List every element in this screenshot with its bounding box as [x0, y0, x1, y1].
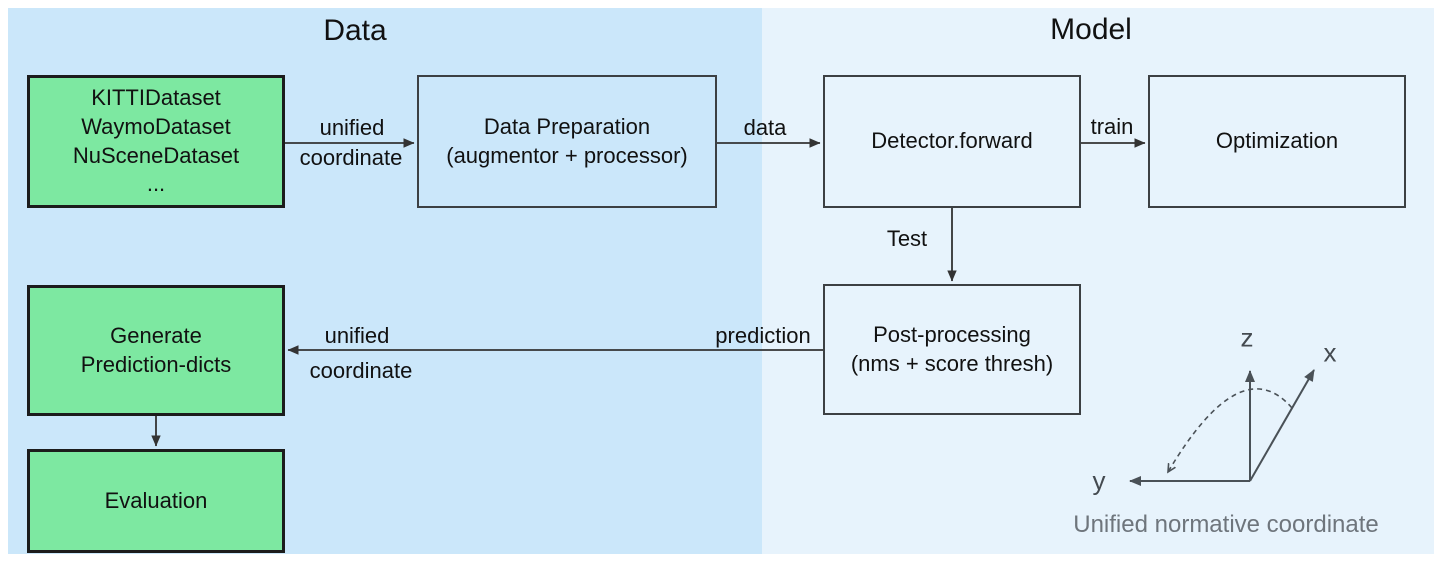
node-optimization-line: Optimization [1215, 128, 1339, 154]
edge-label-unified-1: unified [319, 115, 385, 140]
axes-caption: Unified normative coordinate [1073, 511, 1379, 538]
x-axis-label: x [1323, 337, 1337, 368]
coordinate-axes [1129, 369, 1315, 486]
edge-label-prediction: prediction [715, 323, 811, 348]
data-section-title: Data [323, 14, 387, 47]
edge-label-data: data [743, 115, 787, 140]
z-axis-label: z [1240, 322, 1254, 353]
node-evaluation-line: Evaluation [104, 487, 208, 513]
node-post-processing-line: Post-processing [873, 321, 1031, 347]
node-data-preparation-line: Data Preparation [483, 113, 651, 139]
node-generate-prediction-dicts-line: Prediction-dicts [80, 351, 232, 377]
node-evaluation: Evaluation [27, 449, 285, 553]
node-datasets-line: KITTIDataset [91, 85, 221, 111]
edge-label-coordinate-2: coordinate [309, 358, 413, 383]
edge-label-unified-2: unified [324, 323, 390, 348]
node-data-preparation-line: (augmentor + processor) [446, 142, 688, 168]
node-generate-prediction-dicts-line: Generate [110, 322, 202, 348]
node-detector-forward-line: Detector.forward [871, 128, 1033, 154]
node-post-processing-line: (nms + score thresh) [850, 350, 1054, 376]
node-detector-forward: Detector.forward [823, 75, 1081, 208]
node-datasets-line: WaymoDataset [81, 113, 231, 139]
x-axis-arrow [1249, 369, 1315, 482]
node-datasets-line: ... [146, 171, 166, 197]
model-section-title: Model [1050, 13, 1132, 46]
node-generate-prediction-dicts: Generate Prediction-dicts [27, 285, 285, 416]
node-datasets-line: NuSceneDataset [72, 142, 240, 168]
model-section-background [762, 8, 1434, 554]
edge-label-test: Test [886, 226, 928, 251]
edge-label-coordinate-1: coordinate [299, 145, 403, 170]
y-axis-label: y [1092, 465, 1106, 496]
node-post-processing: Post-processing (nms + score thresh) [823, 284, 1081, 415]
node-data-preparation: Data Preparation (augmentor + processor) [417, 75, 717, 208]
node-datasets: KITTIDataset WaymoDataset NuSceneDataset… [27, 75, 285, 208]
edge-label-train: train [1090, 114, 1134, 139]
rotation-arc-dashed [1168, 388, 1293, 472]
node-optimization: Optimization [1148, 75, 1406, 208]
